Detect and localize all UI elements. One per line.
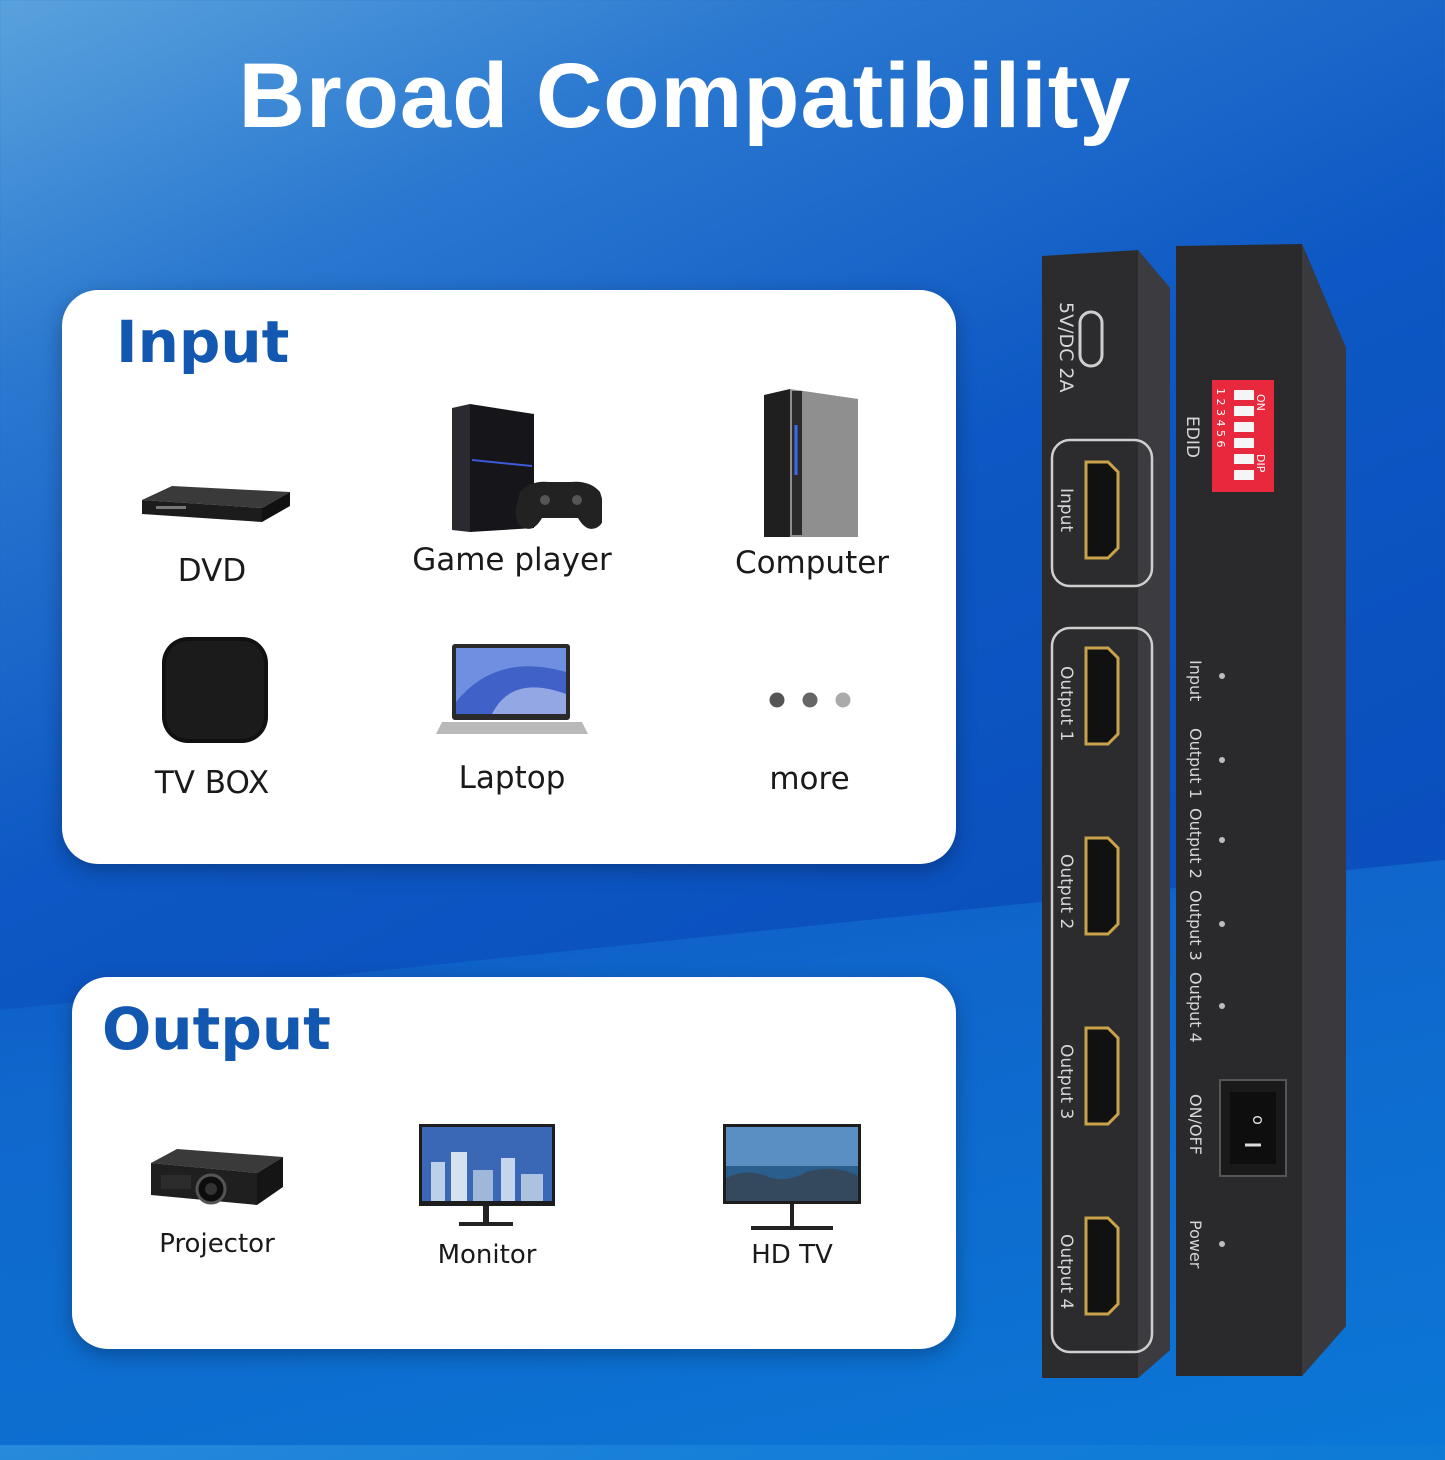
output-card: Output Projector Monitor: [72, 977, 956, 1349]
switch-label: ON/OFF: [1186, 1094, 1205, 1155]
output-item-monitor: Monitor: [402, 1122, 572, 1282]
output-port-label: Output 3: [1056, 1044, 1076, 1120]
edid-label: EDID: [1182, 416, 1202, 458]
tv-box-icon: [162, 637, 268, 743]
power-port-label: 5V/DC 2A: [1055, 302, 1077, 393]
output-port-label: Output 4: [1056, 1234, 1076, 1310]
output-port-label: Output 2: [1056, 854, 1076, 930]
splitter-body-illustration: o: [1042, 244, 1346, 1378]
input-item-label: DVD: [177, 553, 247, 589]
input-card-title: Input: [116, 308, 290, 376]
led-label: Output 3: [1186, 890, 1205, 961]
projector-icon: [151, 1149, 283, 1205]
more-dots-icon: [769, 692, 851, 708]
led-label: Output 1: [1186, 728, 1205, 799]
game-console-icon: [452, 404, 602, 532]
hdmi-splitter-device: o 5V/DC 2A Input Output 1 Output 2 Outpu…: [1040, 240, 1350, 1380]
output-port-label: Output 1: [1056, 666, 1076, 742]
dip-on-label: ON: [1254, 394, 1267, 411]
led-label: Output 2: [1186, 808, 1205, 879]
output-item-hd-tv: HD TV: [712, 1122, 872, 1282]
laptop-icon: [436, 644, 588, 734]
input-item-label: TV BOX: [154, 765, 270, 801]
dip-label: DIP: [1254, 454, 1267, 473]
input-item-label: Game player: [412, 542, 612, 578]
output-item-projector: Projector: [132, 1137, 302, 1277]
input-item-computer: Computer: [712, 385, 912, 595]
input-port-label: Input: [1056, 488, 1076, 533]
output-item-label: HD TV: [751, 1240, 833, 1270]
page-title: Broad Compatibility: [238, 45, 1132, 147]
input-item-more: more: [722, 685, 897, 815]
desktop-tower-icon: [764, 389, 858, 537]
input-item-label: Laptop: [458, 760, 566, 796]
svg-text:o: o: [1249, 1115, 1268, 1125]
input-item-laptop: Laptop: [422, 642, 602, 812]
input-item-dvd: DVD: [122, 465, 302, 595]
output-item-label: Monitor: [437, 1240, 537, 1270]
input-item-label: more: [769, 761, 850, 797]
power-led-label: Power: [1186, 1220, 1205, 1269]
dvd-player-icon: [142, 486, 290, 522]
tv-icon: [723, 1124, 861, 1230]
led-label: Input: [1186, 660, 1205, 702]
input-card: Input DVD Game player Computer: [62, 290, 956, 864]
input-item-game-player: Game player: [402, 400, 622, 590]
output-item-label: Projector: [159, 1229, 275, 1259]
dip-numbers: 1 2 3 4 5 6: [1214, 388, 1227, 448]
input-item-tv-box: TV BOX: [122, 635, 302, 815]
output-card-title: Output: [102, 995, 331, 1063]
monitor-icon: [419, 1124, 555, 1226]
led-label: Output 4: [1186, 972, 1205, 1043]
input-item-label: Computer: [734, 545, 890, 581]
